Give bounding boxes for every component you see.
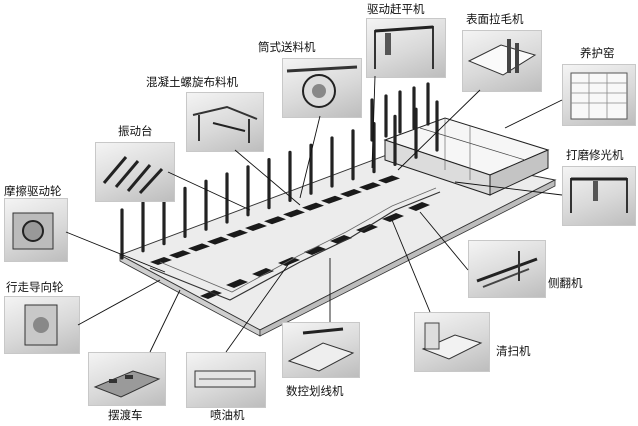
label-side-tilter: 侧翻机 xyxy=(548,276,583,290)
cleaner-photo xyxy=(414,312,490,372)
label-grinding-finisher: 打磨修光机 xyxy=(566,148,624,162)
label-drive-leveler: 驱动赶平机 xyxy=(367,2,425,16)
vibration-table-photo xyxy=(95,142,175,202)
return-track-inner xyxy=(159,187,437,293)
pallet xyxy=(408,202,430,211)
pallet xyxy=(359,182,381,191)
label-surface-brush: 表面拉毛机 xyxy=(466,12,524,26)
label-friction-wheel: 摩擦驱动轮 xyxy=(4,184,62,198)
pallet xyxy=(340,189,362,197)
pallet xyxy=(304,246,326,255)
label-screw-distributor: 混凝土螺旋布料机 xyxy=(146,75,238,89)
pallet xyxy=(200,290,222,299)
pallet xyxy=(264,216,286,225)
pallet xyxy=(302,202,324,211)
grinding-finisher-photo xyxy=(562,166,636,226)
label-cylinder-feeder: 筒式送料机 xyxy=(258,40,316,54)
pallet xyxy=(378,175,400,184)
cylinder-feeder-photo xyxy=(282,58,362,118)
pallet xyxy=(169,250,191,259)
curing-kiln-photo xyxy=(562,64,636,126)
pallet xyxy=(330,235,352,244)
guide-wheel-photo xyxy=(4,296,80,354)
pallet xyxy=(188,243,210,252)
surface-brush-photo xyxy=(462,30,542,92)
cnc-marker-photo xyxy=(282,322,360,378)
oil-sprayer-photo xyxy=(186,352,266,408)
side-tilter-photo xyxy=(468,240,546,298)
label-vibration-table: 振动台 xyxy=(118,124,153,138)
pallet xyxy=(321,195,343,204)
pallet xyxy=(382,213,404,222)
drive-leveler-photo xyxy=(366,18,446,78)
pallet xyxy=(245,223,267,231)
label-cleaner: 清扫机 xyxy=(496,344,531,358)
return-track xyxy=(149,191,441,301)
pallet xyxy=(207,236,229,245)
pallet xyxy=(226,229,248,238)
label-ferry-cart: 摆渡车 xyxy=(108,408,143,422)
screw-distributor-photo xyxy=(186,92,264,152)
label-cnc-marker: 数控划线机 xyxy=(286,384,344,398)
pallet xyxy=(283,209,305,218)
ferry-cart-photo xyxy=(88,352,166,406)
label-guide-wheel: 行走导向轮 xyxy=(6,280,64,294)
label-oil-sprayer: 喷油机 xyxy=(210,408,245,422)
label-curing-kiln: 养护窑 xyxy=(580,46,615,60)
friction-wheel-photo xyxy=(4,198,68,262)
